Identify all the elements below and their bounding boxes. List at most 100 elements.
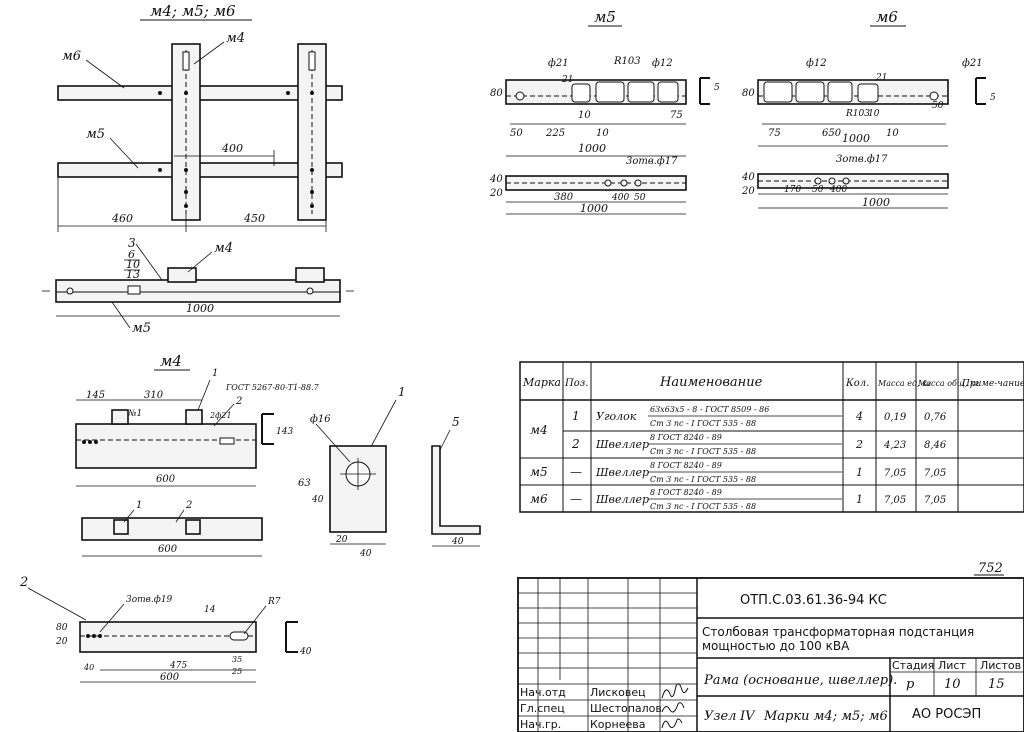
svg-text:40: 40	[359, 549, 372, 559]
svg-text:600: 600	[158, 544, 178, 555]
svg-text:м5: м5	[132, 321, 151, 336]
svg-text:Уголок: Уголок	[596, 410, 637, 423]
svg-text:м5: м5	[594, 8, 616, 26]
svg-text:8 ГОСТ 8240 - 89: 8 ГОСТ 8240 - 89	[650, 433, 722, 442]
svg-text:1: 1	[212, 368, 218, 379]
svg-text:3отв.ф19: 3отв.ф19	[126, 595, 173, 605]
svg-text:7,05: 7,05	[924, 468, 946, 479]
svg-text:—: —	[570, 492, 582, 506]
assembly-title: м4; м5; м6	[150, 2, 236, 20]
svg-text:13: 13	[126, 268, 140, 281]
svg-text:м6: м6	[876, 8, 898, 26]
m6-view: м6 ф12 ф21 21 80 5 R103 10 75 650 10 50 …	[741, 8, 996, 209]
svg-text:ф21: ф21	[548, 58, 569, 69]
signature	[661, 702, 685, 713]
description-line-2: мощностью до 100 кВА	[702, 639, 850, 653]
section-view: 3 6 10 13 м4 м5 1000	[42, 236, 354, 336]
svg-text:63х63х5 - 8 - ГОСТ 8509 - 86: 63х63х5 - 8 - ГОСТ 8509 - 86	[650, 405, 769, 414]
document-code: ОТП.С.03.61.36-94 КС	[740, 593, 887, 608]
svg-text:ф12: ф12	[652, 58, 673, 69]
svg-text:7,05: 7,05	[924, 495, 946, 506]
svg-text:м4: м4	[226, 31, 245, 46]
svg-text:400: 400	[611, 193, 629, 203]
detail-2-view: 2 3отв.ф19 14 R7 80 20 40 35 25 475 600 …	[19, 575, 312, 683]
svg-text:м4: м4	[530, 423, 548, 437]
section-channel	[55, 279, 341, 303]
stage-value: р	[906, 677, 915, 692]
svg-text:Лисковец: Лисковец	[590, 686, 646, 699]
sheets-label: Листов	[980, 659, 1021, 672]
svg-text:20: 20	[335, 535, 348, 545]
svg-text:1: 1	[398, 385, 406, 399]
col-name: Наименование	[659, 375, 763, 390]
svg-text:R103: R103	[845, 109, 870, 119]
title-block: 752 ОТП.С.03.61.36-94 КС Столбовая транс…	[517, 561, 1024, 732]
svg-text:20: 20	[489, 188, 503, 199]
signature	[661, 718, 683, 729]
node-number: IV	[739, 709, 756, 724]
svg-text:3: 3	[128, 236, 136, 250]
svg-text:1: 1	[856, 493, 863, 506]
svg-text:21: 21	[561, 75, 573, 85]
svg-text:2: 2	[855, 438, 863, 451]
svg-text:м5: м5	[530, 465, 548, 479]
col-mass-total: Масса общ, кг	[917, 379, 979, 388]
spec-row: м5 — Швеллер 8 ГОСТ 8240 - 89 Ст 3 пс - …	[530, 461, 946, 484]
signer-row: Гл.спец Шестопалов	[520, 702, 685, 715]
channel-2	[79, 621, 257, 653]
svg-text:Шестопалов: Шестопалов	[590, 702, 662, 715]
description-line-1: Столбовая трансформаторная подстанция	[702, 625, 974, 639]
svg-text:10: 10	[126, 258, 140, 271]
svg-text:10: 10	[596, 128, 609, 139]
col-qty: Кол.	[845, 378, 869, 389]
spec-row: 2 Швеллер 8 ГОСТ 8240 - 89 Ст 3 пс - I Г…	[571, 433, 947, 456]
svg-text:1: 1	[856, 466, 863, 479]
svg-text:600: 600	[160, 672, 180, 683]
svg-text:8 ГОСТ 8240 - 89: 8 ГОСТ 8240 - 89	[650, 461, 722, 470]
svg-text:ф16: ф16	[310, 414, 331, 425]
svg-text:R103: R103	[613, 56, 641, 67]
m5-view: м5 ф21 R103 ф12 21 80 5 10 50 225 10 75 …	[489, 8, 720, 215]
svg-text:380: 380	[554, 192, 574, 203]
svg-text:40: 40	[451, 537, 464, 547]
signer-row: Нач.отд Лисковец	[520, 683, 689, 699]
svg-text:40: 40	[83, 663, 94, 672]
svg-text:Корнеева: Корнеева	[590, 718, 645, 731]
svg-text:1: 1	[572, 409, 580, 423]
svg-text:м6: м6	[530, 492, 548, 506]
svg-text:14: 14	[204, 605, 216, 615]
svg-text:ф21: ф21	[962, 58, 983, 69]
svg-text:20: 20	[741, 186, 755, 197]
svg-text:20: 20	[55, 637, 68, 647]
svg-text:ГОСТ 5267-80-Т1-88.7: ГОСТ 5267-80-Т1-88.7	[225, 383, 320, 392]
col-note: Приме-чание	[961, 379, 1024, 389]
svg-text:8 ГОСТ 8240 - 89: 8 ГОСТ 8240 - 89	[650, 488, 722, 497]
svg-text:170: 170	[784, 185, 801, 195]
svg-text:80: 80	[742, 88, 755, 99]
svg-text:м4: м4	[160, 352, 182, 370]
part-name: Рама (основание, швеллер).	[703, 673, 897, 688]
assembly-view: м4; м5; м6 м6 м4 м5 400 460	[57, 2, 343, 232]
svg-text:8,46: 8,46	[924, 440, 947, 451]
svg-text:ф12: ф12	[806, 58, 827, 69]
svg-text:63: 63	[298, 478, 311, 489]
svg-text:5: 5	[452, 415, 460, 429]
svg-text:Нач.гр.: Нач.гр.	[520, 718, 561, 731]
svg-text:650: 650	[822, 128, 842, 139]
svg-text:460: 460	[111, 212, 133, 225]
svg-text:3отв.ф17: 3отв.ф17	[626, 156, 678, 167]
col-pos: Поз.	[564, 378, 588, 389]
svg-text:4,23: 4,23	[883, 440, 906, 451]
svg-text:Ст 3 пс - I ГОСТ 535 - 88: Ст 3 пс - I ГОСТ 535 - 88	[650, 447, 756, 456]
svg-text:40: 40	[489, 174, 503, 185]
svg-text:R7: R7	[267, 597, 281, 607]
svg-text:310: 310	[144, 390, 164, 401]
m4-view: м4 145 310 1 ГОСТ 5267-80-Т1-88.7 2 №1 2…	[75, 352, 320, 557]
svg-text:75: 75	[670, 110, 683, 121]
svg-text:№1: №1	[127, 409, 142, 419]
svg-text:2: 2	[19, 575, 28, 590]
spec-row: м4 1 Уголок 63х63х5 - 8 - ГОСТ 8509 - 86…	[530, 405, 947, 437]
svg-text:—: —	[570, 465, 582, 479]
spec-row: м6 — Швеллер 8 ГОСТ 8240 - 89 Ст 3 пс - …	[530, 488, 946, 511]
svg-text:1000: 1000	[842, 132, 870, 145]
